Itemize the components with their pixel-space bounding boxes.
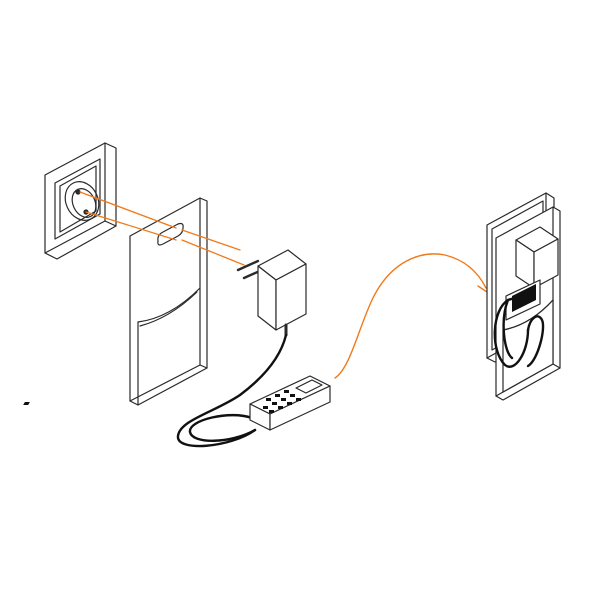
phone-icon [23,375,331,431]
assembled-cable [493,286,545,368]
plug-adapter-icon [236,249,307,337]
charging-cable-icon [176,333,288,448]
hanger-pouch-icon [129,197,208,406]
arrow-icon [334,253,489,379]
guide-lines [79,191,245,266]
keypad [23,390,301,413]
